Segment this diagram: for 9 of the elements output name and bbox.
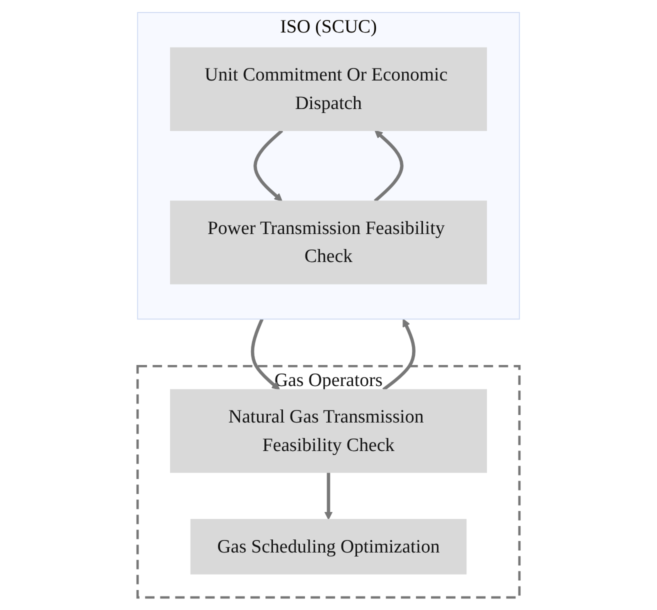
arrow: [250, 318, 280, 390]
node-box: Gas Scheduling Optimization: [190, 518, 467, 574]
node-box: Power Transmission Feasibility Check: [170, 200, 487, 284]
node-box: Unit Commitment Or Economic Dispatch: [170, 47, 487, 132]
arrow: [382, 318, 416, 391]
arrow: [254, 129, 284, 202]
node-box: Natural Gas Transmission Feasibility Check: [170, 389, 487, 473]
arrow: [324, 472, 333, 520]
arrow: [374, 130, 404, 202]
